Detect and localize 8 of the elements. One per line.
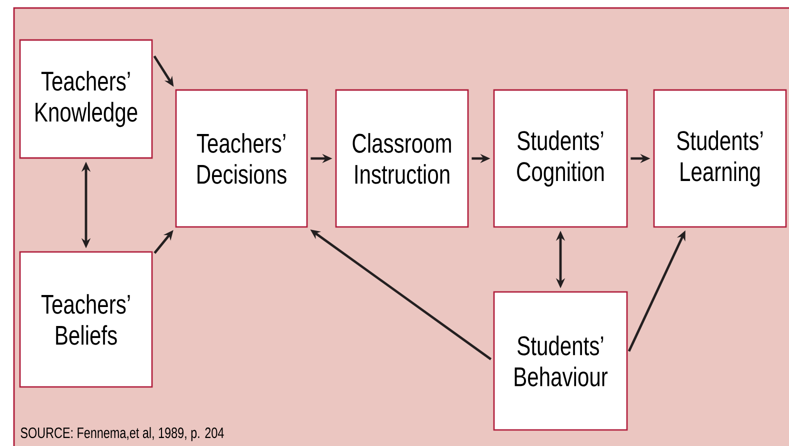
- box: Students’ Behaviour: [493, 291, 628, 431]
- box: Students’ Learning: [653, 89, 787, 228]
- source-note: SOURCE: Fennema,et al, 1989, p. 204: [20, 427, 224, 442]
- box: Teachers’ Decisions: [175, 89, 308, 228]
- box: Teachers’ Knowledge: [19, 39, 153, 159]
- box: Teachers’ Beliefs: [19, 251, 153, 388]
- box: Classroom Instruction: [335, 89, 469, 228]
- box: Students’ Cognition: [493, 89, 628, 228]
